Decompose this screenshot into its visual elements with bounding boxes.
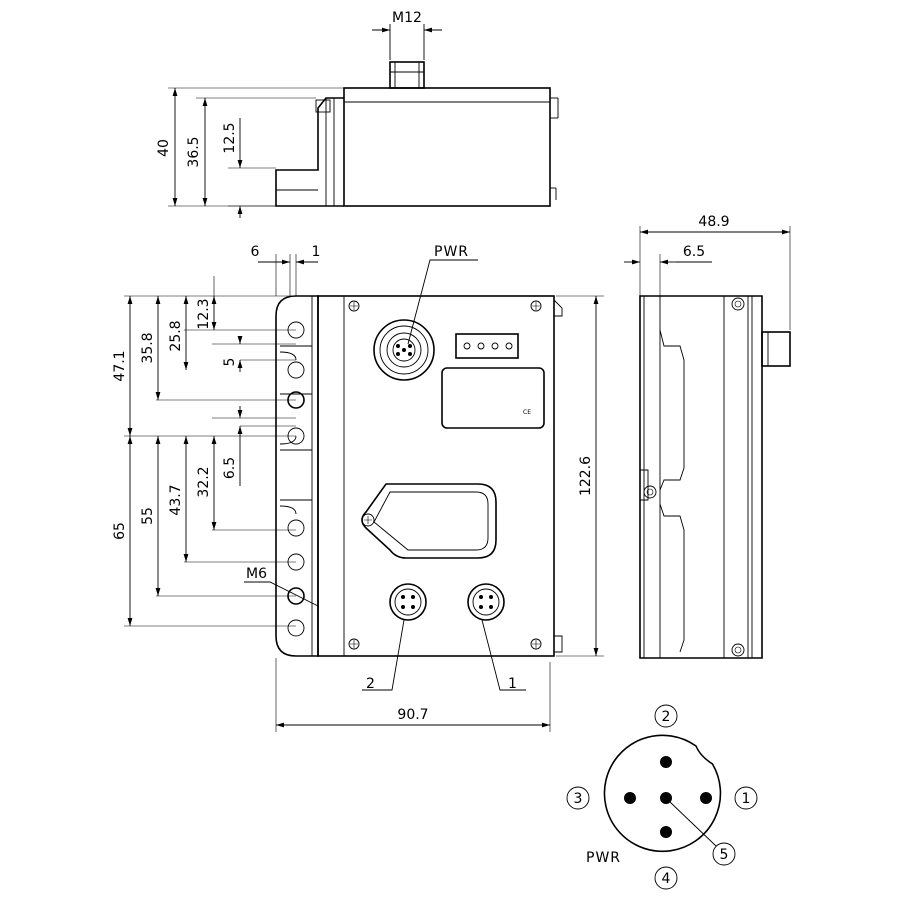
dim-25-8: 25.8	[168, 320, 184, 351]
depth-dim: 48.9	[698, 214, 729, 230]
pin-4-callout: 4	[662, 871, 671, 887]
pin-2-callout: 2	[662, 709, 671, 725]
port-connector-1	[467, 583, 505, 621]
pwr-leader-label: PWR	[434, 244, 469, 260]
side-screw-top	[731, 297, 745, 311]
dim-32-2: 32.2	[196, 466, 212, 497]
dim-6: 6	[251, 244, 260, 260]
mounting-hole-4	[287, 519, 305, 537]
thread-m6-label: M6	[246, 566, 267, 582]
top-view: M12 40 36.5 12.5	[156, 10, 559, 218]
pin-1-callout: 1	[742, 791, 751, 807]
cover-window	[361, 483, 497, 559]
dim-65: 65	[112, 522, 128, 540]
dim-47-1: 47.1	[112, 350, 128, 381]
port-2-label: 2	[366, 676, 376, 692]
front-view: CE PWR 2 1 6 1	[112, 244, 604, 732]
port-connector-2	[389, 583, 427, 621]
side-screw-mid	[643, 485, 657, 499]
pinout-label: PWR	[586, 850, 621, 866]
thread-m12-label: M12	[392, 10, 422, 26]
offset-dim: 6.5	[683, 244, 705, 260]
pinout-diagram: 1 2 3 4 5 PWR	[566, 704, 758, 890]
pin-4	[660, 826, 672, 838]
pin-1	[700, 792, 712, 804]
port-1-label: 1	[508, 676, 518, 692]
housing-side	[639, 295, 763, 659]
dim-12-3: 12.3	[196, 298, 212, 329]
pin-2	[660, 756, 672, 768]
led-indicator-strip	[455, 333, 519, 359]
height-step-dim: 12.5	[222, 122, 238, 153]
corner-screw-tl	[348, 300, 360, 312]
width-dim: 90.7	[397, 707, 428, 723]
height-body-dim: 36.5	[186, 136, 202, 167]
mounting-hole-6	[287, 619, 305, 637]
pin-3-callout: 3	[574, 791, 583, 807]
side-view: 48.9 6.5	[624, 214, 791, 659]
label-area	[441, 367, 545, 429]
corner-screw-bl	[348, 638, 360, 650]
cover-screw	[361, 513, 375, 527]
dim-1: 1	[312, 244, 321, 260]
dim-35-8: 35.8	[140, 332, 156, 363]
m12-connector-side	[761, 331, 791, 367]
dim-6-5: 6.5	[222, 457, 238, 479]
ce-mark: CE	[523, 409, 531, 416]
housing-top	[343, 87, 551, 207]
dim-43-7: 43.7	[168, 484, 184, 515]
mounting-hole-2	[287, 361, 305, 379]
pinout-outline	[603, 734, 722, 853]
pin-5	[660, 792, 672, 804]
corner-screw-br	[530, 638, 542, 650]
pin-5-callout: 5	[720, 847, 729, 863]
pwr-connector	[373, 319, 435, 381]
height-total-dim: 40	[156, 139, 172, 157]
dim-55: 55	[140, 507, 156, 525]
height-dim: 122.6	[578, 456, 594, 496]
pin-3	[624, 792, 636, 804]
corner-screw-tr	[530, 300, 542, 312]
side-screw-bottom	[731, 643, 745, 657]
dim-5: 5	[222, 358, 238, 367]
